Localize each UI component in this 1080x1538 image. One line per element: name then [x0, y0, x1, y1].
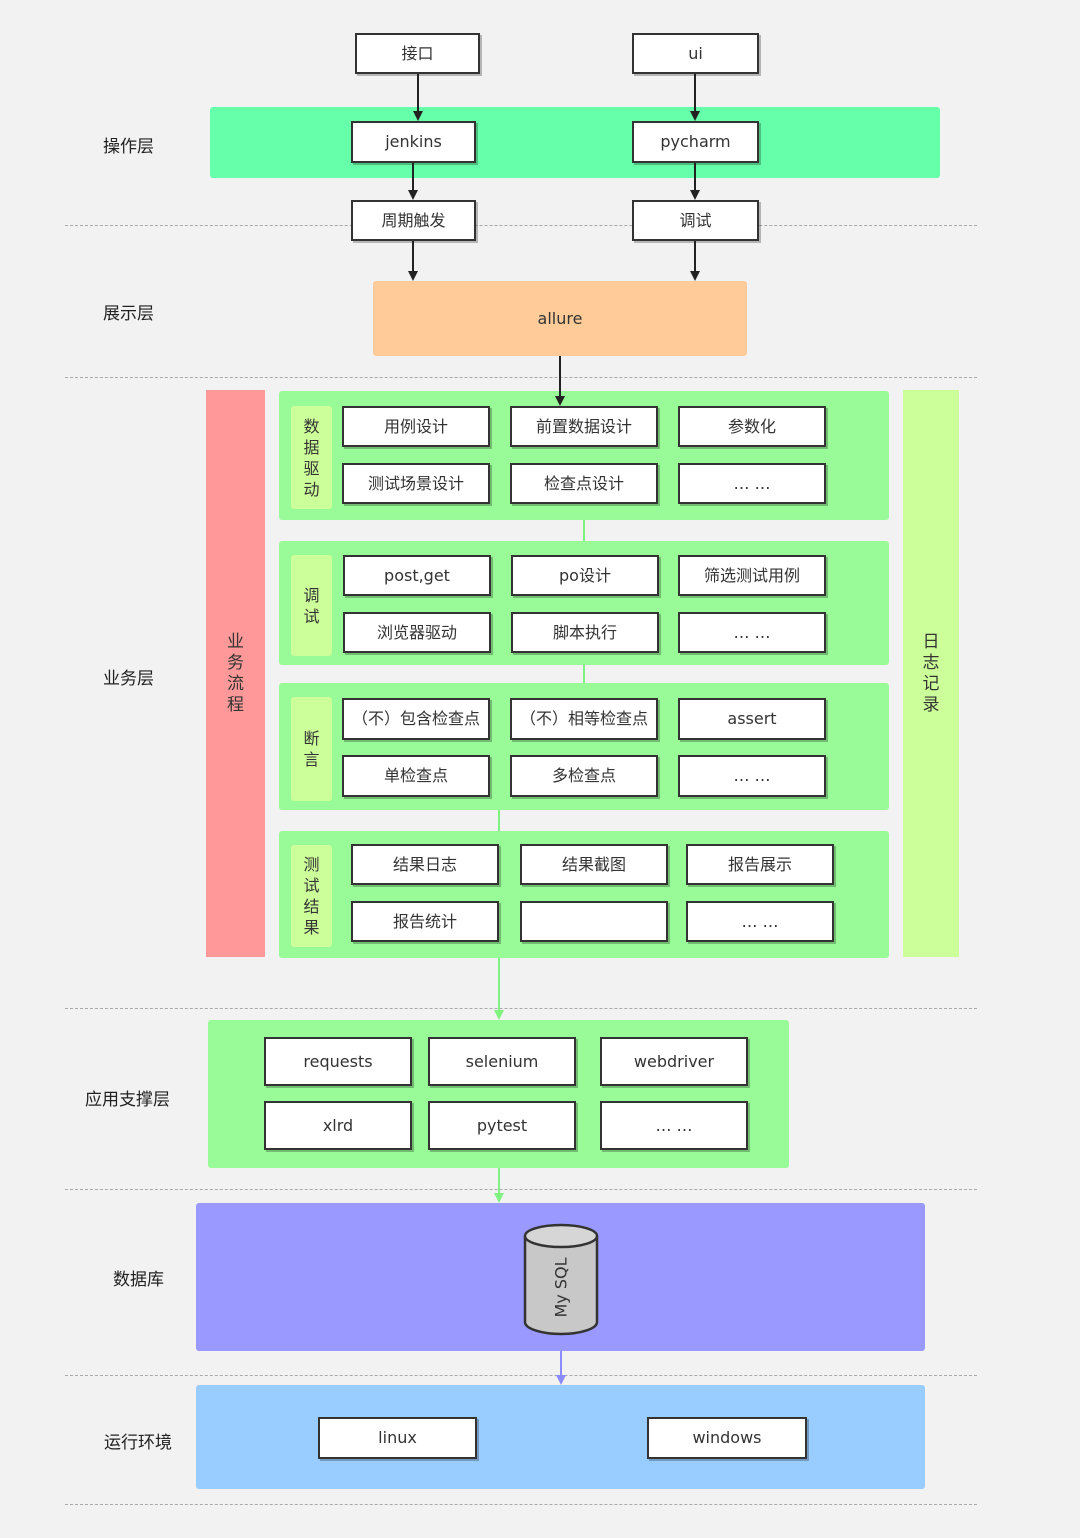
- group-debugging-cap: 调试: [291, 555, 332, 656]
- pycharm-box: pycharm: [632, 121, 759, 163]
- item-single-checkpoint: 单检查点: [342, 755, 490, 797]
- input-ui-box: ui: [632, 33, 759, 74]
- item-report-statistics: 报告统计: [351, 901, 499, 942]
- item-post-get: post,get: [343, 555, 491, 596]
- item-equals-checkpoint: （不）相等检查点: [510, 698, 658, 740]
- lib-more: … …: [600, 1101, 748, 1150]
- separator-5: [65, 1375, 977, 1376]
- item-script-execution: 脚本执行: [511, 612, 659, 653]
- separator-6: [65, 1504, 977, 1505]
- item-scenario-design: 测试场景设计: [342, 463, 490, 504]
- item-assert: assert: [678, 698, 826, 740]
- jenkins-box: jenkins: [351, 121, 476, 163]
- group-results-cap: 测试结果: [291, 845, 332, 947]
- separator-2: [65, 377, 977, 378]
- item-browser-driver: 浏览器驱动: [343, 612, 491, 653]
- business-flow-label: 业务流程: [227, 631, 244, 715]
- item-filter-cases: 筛选测试用例: [678, 555, 826, 596]
- item-more-data-driven: … …: [678, 463, 826, 504]
- item-checkpoint-design: 检查点设计: [510, 463, 658, 504]
- layer-label-runtime: 运行环境: [104, 1433, 172, 1453]
- group-debugging-label: 调试: [303, 585, 320, 626]
- periodic-trigger-box: 周期触发: [351, 200, 476, 241]
- item-result-screenshot: 结果截图: [520, 844, 668, 885]
- item-po-design: po设计: [511, 555, 659, 596]
- lib-webdriver: webdriver: [600, 1037, 748, 1086]
- mysql-cylinder-icon: [523, 1223, 599, 1336]
- layer-label-business: 业务层: [103, 669, 154, 689]
- item-empty: [520, 901, 668, 942]
- item-precondition-data-design: 前置数据设计: [510, 406, 658, 447]
- debug-trigger-box: 调试: [632, 200, 759, 241]
- item-parameterization: 参数化: [678, 406, 826, 447]
- layer-label-database: 数据库: [113, 1270, 164, 1290]
- item-contains-checkpoint: （不）包含检查点: [342, 698, 490, 740]
- lib-pytest: pytest: [428, 1101, 576, 1150]
- allure-band: allure: [373, 281, 747, 356]
- item-case-design: 用例设计: [342, 406, 490, 447]
- group-assertion-cap: 断言: [291, 697, 332, 801]
- item-report-display: 报告展示: [686, 844, 834, 885]
- log-record-label: 日志记录: [922, 631, 940, 715]
- separator-1: [65, 225, 977, 226]
- lib-selenium: selenium: [428, 1037, 576, 1086]
- os-windows: windows: [647, 1417, 807, 1459]
- separator-4: [65, 1189, 977, 1190]
- layer-label-support: 应用支撑层: [85, 1090, 170, 1110]
- group-results-label: 测试结果: [303, 855, 320, 937]
- layer-label-operation: 操作层: [103, 137, 154, 157]
- input-api-box: 接口: [355, 33, 480, 74]
- group-assertion-label: 断言: [303, 729, 320, 769]
- group-data-driven-label: 数据驱动: [303, 416, 320, 499]
- item-more-assertion: … …: [678, 755, 826, 797]
- item-multi-checkpoint: 多检查点: [510, 755, 658, 797]
- item-more-results: … …: [686, 901, 834, 942]
- layer-label-display: 展示层: [103, 304, 154, 324]
- item-result-log: 结果日志: [351, 844, 499, 885]
- separator-3: [65, 1008, 977, 1009]
- os-linux: linux: [318, 1417, 477, 1459]
- operation-band: [210, 107, 940, 178]
- lib-xlrd: xlrd: [264, 1101, 412, 1150]
- log-record-column: 日志记录: [903, 390, 959, 957]
- item-more-debugging: … …: [678, 612, 826, 653]
- group-data-driven-cap: 数据驱动: [291, 406, 332, 509]
- business-flow-column: 业务流程: [206, 390, 265, 957]
- lib-requests: requests: [264, 1037, 412, 1086]
